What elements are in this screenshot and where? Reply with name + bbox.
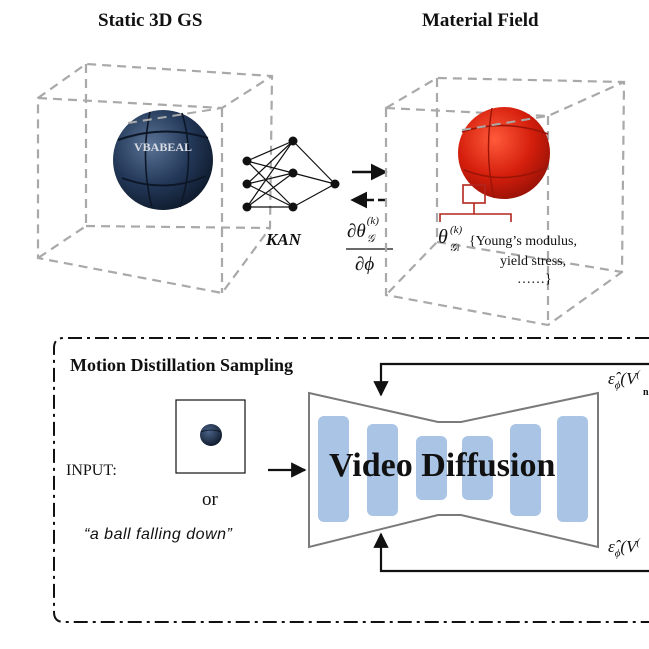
- unet-blocks: [318, 416, 588, 522]
- mds-frame: [53, 337, 649, 623]
- gradient-denominator: ∂ϕ: [355, 254, 375, 275]
- property-line-1: {Young’s modulus,: [469, 234, 577, 249]
- noise-prediction-top: ε̂ϕ(V(: [608, 369, 640, 392]
- mds-section-title: Motion Distillation Sampling: [70, 355, 294, 375]
- bottom-feedback-arrow: [373, 532, 649, 573]
- text-prompt: “a ball falling down”: [84, 526, 233, 543]
- input-label: INPUT:: [66, 462, 117, 479]
- material-bracket: [439, 213, 512, 222]
- gradient-subscript: 𝒢: [366, 233, 375, 245]
- top-feedback-arrow: [373, 362, 649, 397]
- material-field-title: Material Field: [422, 10, 539, 31]
- ball-brand-text: VBABEAL: [134, 140, 192, 154]
- noise-prediction-top-subscript: n: [643, 387, 649, 398]
- or-label: or: [202, 489, 218, 510]
- gradient-numerator-symbol: ∂θ: [347, 221, 366, 242]
- noise-prediction-bottom: ε̂ϕ(V(: [608, 537, 640, 560]
- theta-superscript: (k): [450, 224, 463, 236]
- theta-label: θ: [438, 226, 448, 249]
- static-3dgs-title: Static 3D GS: [98, 10, 203, 31]
- kan-label: KAN: [266, 230, 301, 249]
- theta-subscript: 𝒢i: [449, 242, 460, 254]
- input-ball-thumbnail: [200, 424, 222, 446]
- kan-network: [246, 140, 336, 208]
- property-line-2: yield stress,: [500, 254, 567, 269]
- kan-nodes: [242, 136, 340, 212]
- gradient-numerator: ∂θ(k) 𝒢: [347, 215, 379, 245]
- cube-front-edge: [127, 107, 223, 124]
- gradient-superscript: (k): [366, 215, 379, 227]
- theta-symbol: θ: [438, 226, 448, 248]
- video-diffusion-label: Video Diffusion: [329, 447, 556, 484]
- blue-ball: [113, 110, 213, 210]
- property-line-3: ……}: [517, 272, 552, 287]
